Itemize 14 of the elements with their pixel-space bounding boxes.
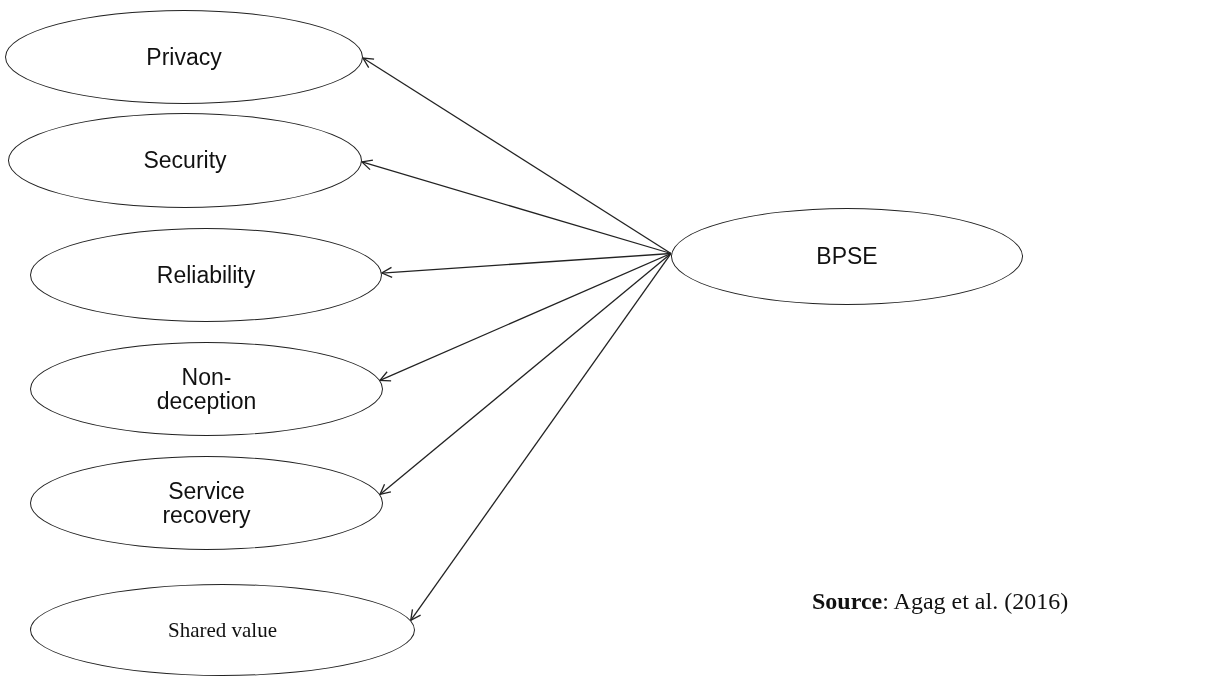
- node-label: Shared value: [167, 618, 277, 641]
- arrow: [379, 252, 672, 496]
- arrow: [410, 252, 672, 621]
- arrow: [362, 57, 672, 255]
- arrow: [381, 252, 672, 278]
- arrow: [361, 159, 672, 255]
- arrow: [379, 252, 672, 382]
- node-label: BPSE: [816, 244, 878, 269]
- source-note: Source: Agag et al. (2016): [812, 588, 1069, 615]
- node-label: Non- deception: [155, 364, 258, 414]
- node-label: Privacy: [146, 44, 222, 70]
- node-label: Security: [143, 148, 227, 173]
- node-label: Service recovery: [161, 478, 252, 528]
- node-label: Reliability: [156, 262, 256, 288]
